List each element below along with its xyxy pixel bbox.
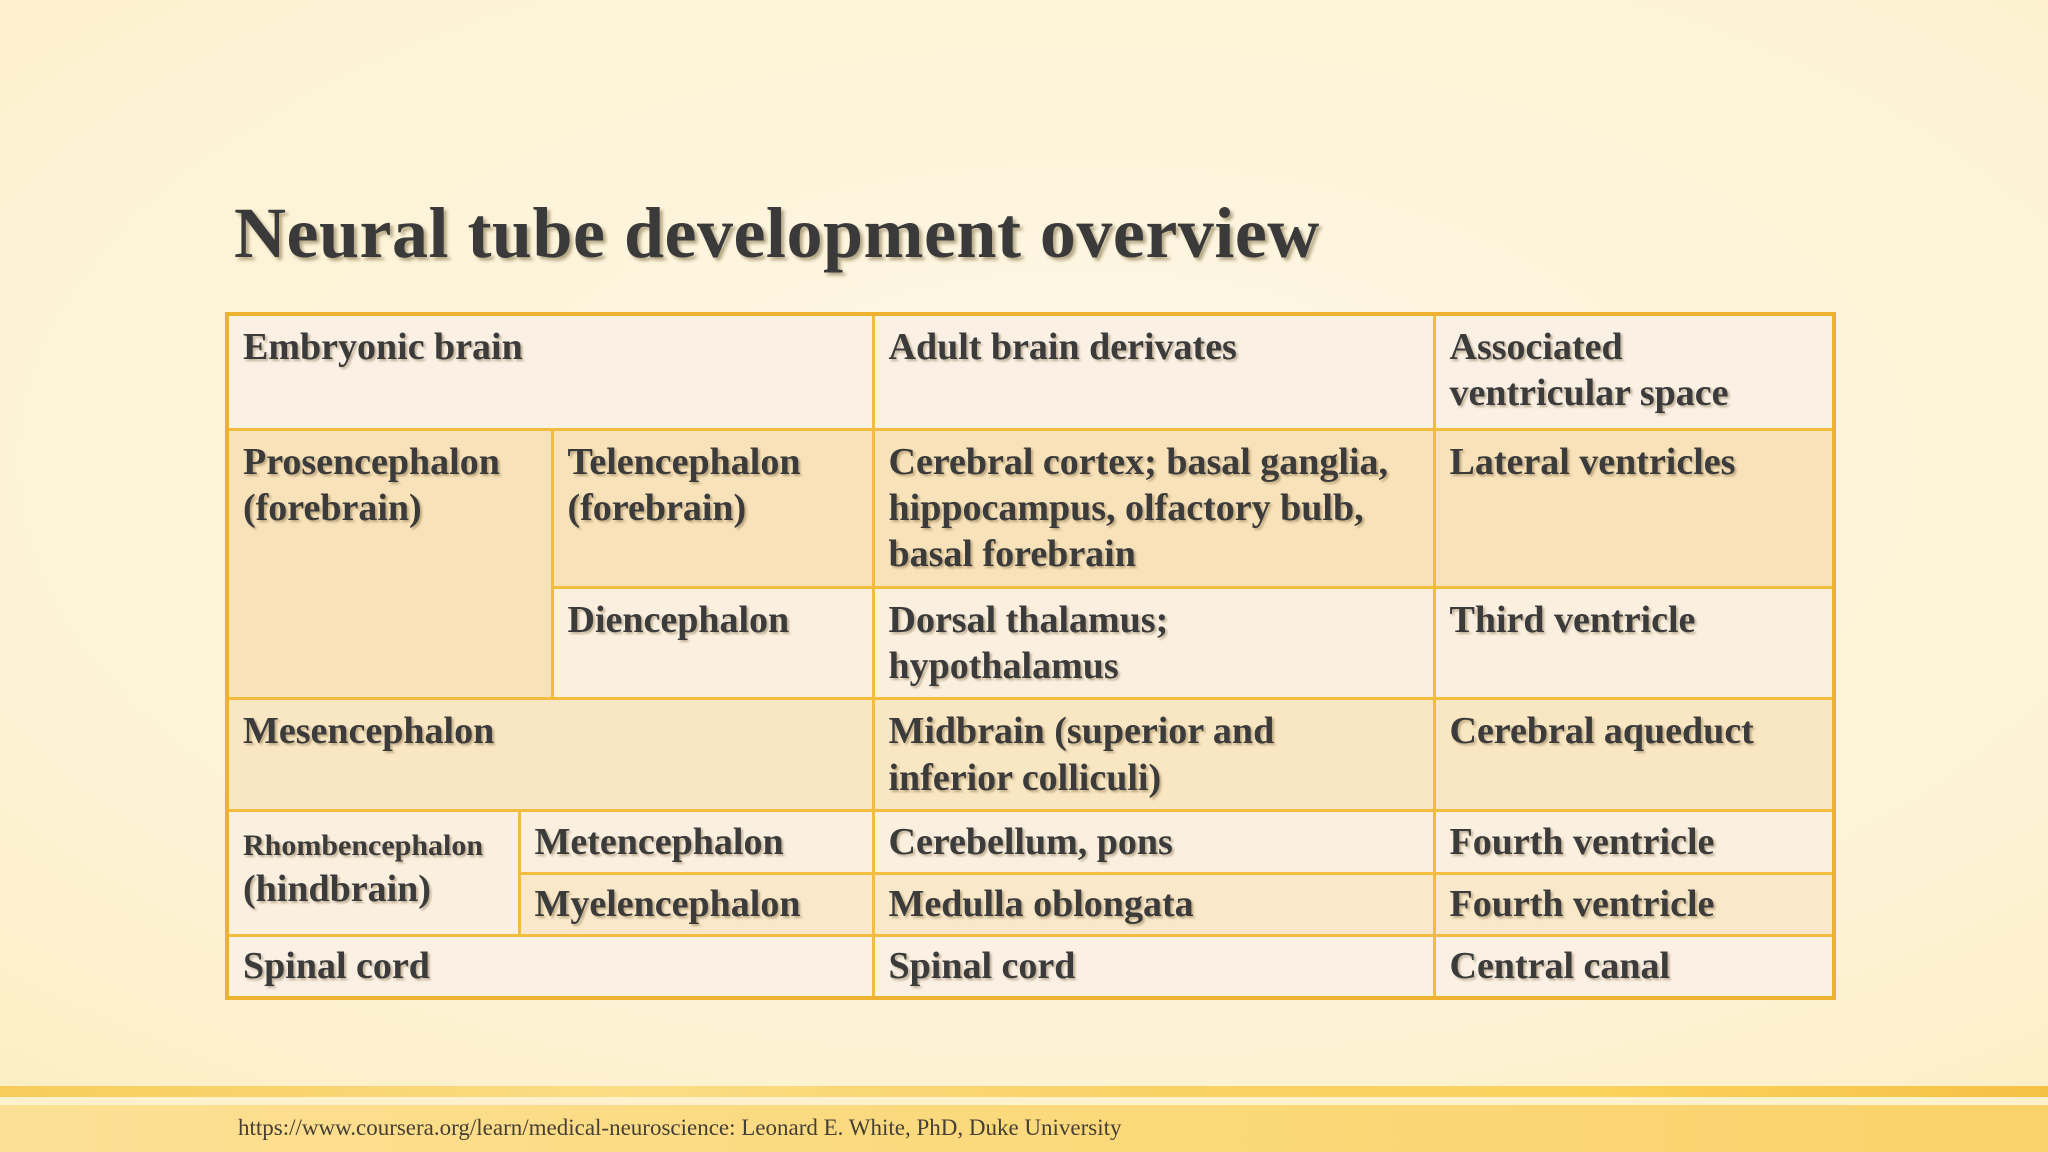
cell-myelencephalon-derivates: Medulla oblongata [871,872,1436,938]
table-row-mesencephalon: Mesencephalon Midbrain (superior and inf… [225,697,1836,813]
cell-diencephalon: Diencephalon [550,585,875,701]
table-header-row: Embryonic brain Adult brain derivates As… [225,312,1836,431]
cell-cerebral-aqueduct: Cerebral aqueduct [1432,697,1836,813]
rhombencephalon-qualifier: (hindbrain) [243,868,431,911]
cell-central-canal: Central canal [1432,934,1836,1000]
cell-diencephalon-derivates: Dorsal thalamus; hypothalamus [871,585,1436,701]
cell-myelencephalon: Myelencephalon [517,872,875,938]
derivation-table: Embryonic brain Adult brain derivates As… [225,312,1836,1000]
accent-band-light [0,1097,2048,1105]
header-embryonic-brain: Embryonic brain [225,312,875,431]
cell-prosencephalon: Prosencephalon (forebrain) [225,427,554,701]
page-title: Neural tube development overview [234,193,1320,273]
table-row-diencephalon: Diencephalon Dorsal thalamus; hypothalam… [227,585,1836,701]
table-row-myelencephalon: Myelencephalon Medulla oblongata Fourth … [227,872,1836,938]
table-row-telencephalon: Prosencephalon (forebrain) Telencephalon… [225,427,1836,701]
accent-band-gold [0,1086,2048,1097]
cell-telencephalon-derivates: Cerebral cortex; basal ganglia, hippocam… [871,427,1436,589]
table-row-metencephalon: Rhombencephalon (hindbrain) Metencephalo… [225,809,1836,938]
cell-rhombencephalon: Rhombencephalon (hindbrain) [225,809,521,938]
cell-third-ventricle: Third ventricle [1432,585,1836,701]
cell-mesencephalon: Mesencephalon [225,697,875,813]
footer-strip: https://www.coursera.org/learn/medical-n… [0,1105,2048,1152]
header-associated-ventricular-space: Associated ventricular space [1432,312,1836,431]
rhombencephalon-name: Rhombencephalon [243,829,484,863]
cell-fourth-ventricle-myel: Fourth ventricle [1432,872,1836,938]
cell-lateral-ventricles: Lateral ventricles [1432,427,1836,589]
cell-metencephalon: Metencephalon [517,809,875,876]
cell-telencephalon: Telencephalon (forebrain) [550,427,875,589]
cell-spinal-cord: Spinal cord [225,934,875,1000]
table-row-spinal-cord: Spinal cord Spinal cord Central canal [225,934,1836,1000]
header-adult-brain-derivates: Adult brain derivates [871,312,1436,431]
cell-fourth-ventricle-met: Fourth ventricle [1432,809,1836,876]
footer-source-text: https://www.coursera.org/learn/medical-n… [238,1115,1122,1140]
cell-spinal-cord-derivates: Spinal cord [871,934,1436,1000]
cell-metencephalon-derivates: Cerebellum, pons [871,809,1436,876]
cell-midbrain-derivates: Midbrain (superior and inferior collicul… [871,697,1436,813]
